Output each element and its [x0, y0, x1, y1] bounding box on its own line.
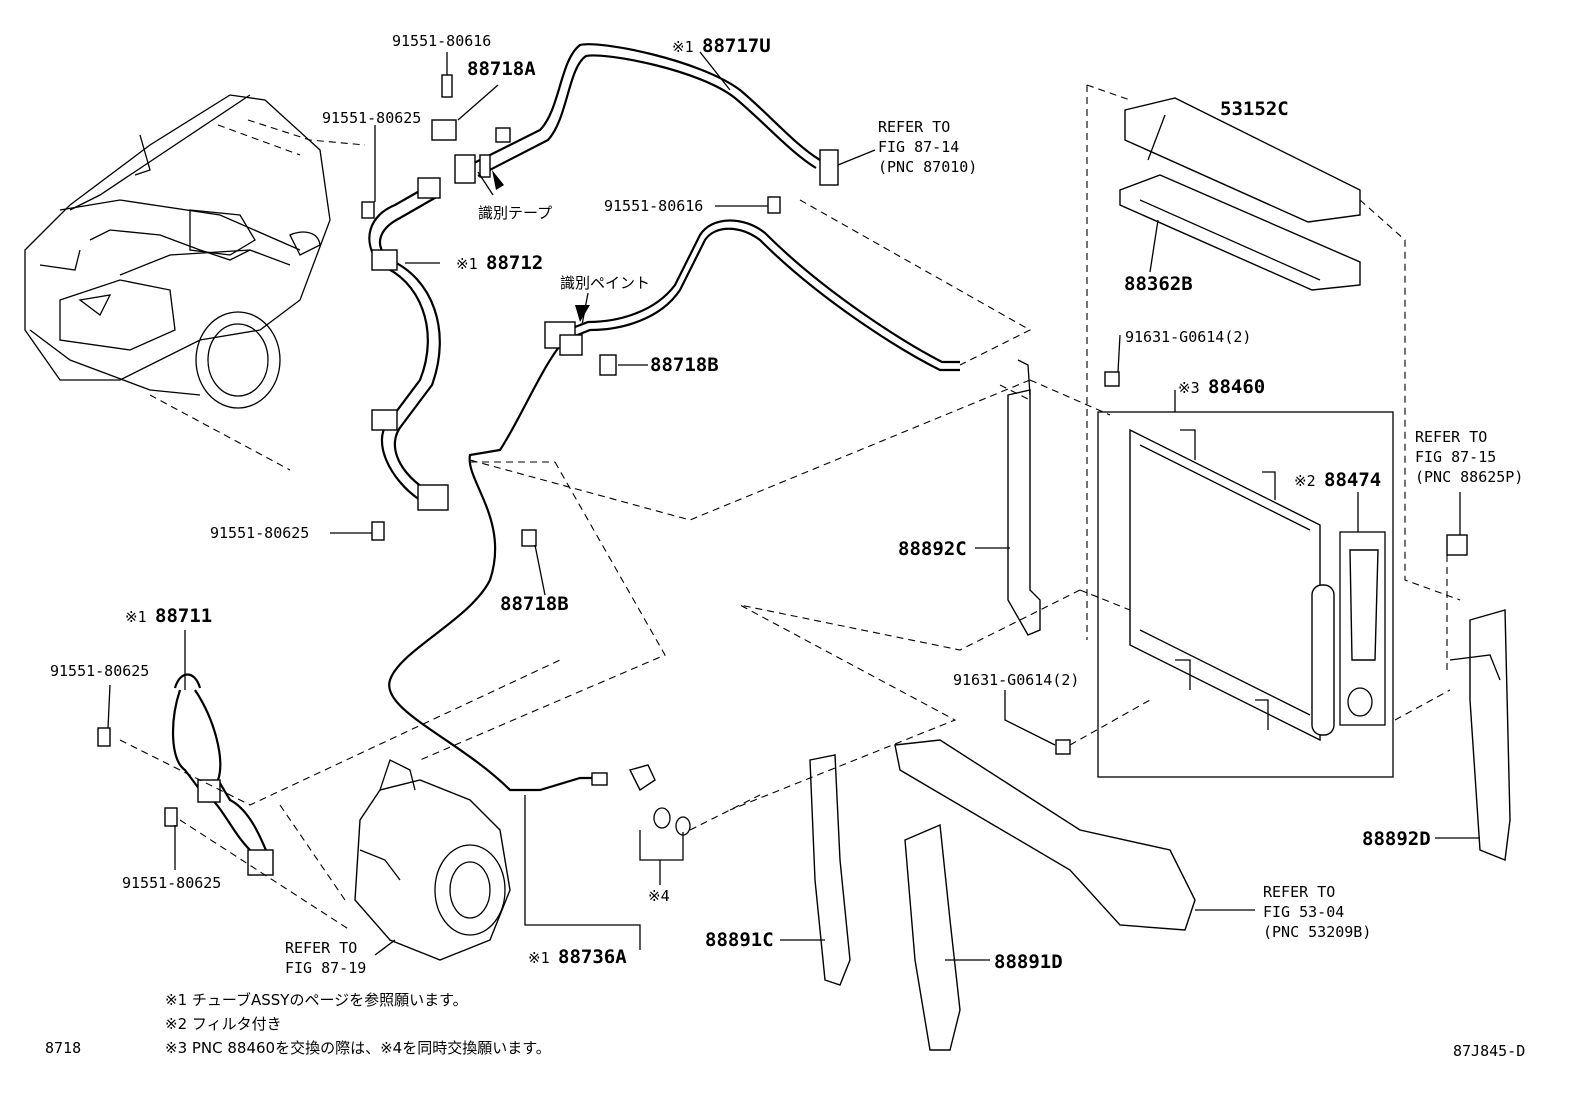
label-88892D: 88892D [1362, 828, 1431, 850]
arrow-id-tape [492, 170, 504, 190]
label-88474-mark: ※2 [1294, 472, 1316, 490]
bolts-group [97, 74, 1468, 827]
o-rings [591, 764, 691, 836]
label-88717U: 88717U [702, 35, 771, 57]
refer-53-04-line1: REFER TO [1263, 883, 1335, 901]
refer-53-04-line2: FIG 53-04 [1263, 903, 1344, 921]
seal-88892C [1007, 359, 1041, 636]
refer-87-14-line2: FIG 87-14 [878, 138, 959, 156]
box-88460 [1097, 411, 1394, 778]
condenser [1129, 428, 1386, 742]
label-88474: 88474 [1324, 469, 1381, 491]
label-88736A-mark: ※1 [528, 949, 550, 967]
label-id-tape: 識別テープ [478, 204, 552, 222]
vehicle-illustration [24, 94, 331, 409]
label-88460: 88460 [1208, 376, 1265, 398]
footnote-2: ※2 フィルタ付き [165, 1015, 282, 1033]
label-88718B-b: 88718B [500, 593, 569, 615]
label-88711: 88711 [155, 605, 212, 627]
label-88712: 88712 [486, 252, 543, 274]
dashed-guides [119, 84, 1461, 931]
label-91551-80625-d: 91551-80625 [122, 874, 221, 892]
leader-lines [107, 51, 1480, 961]
part-88718A [431, 119, 511, 184]
pipe-88736A [388, 219, 960, 792]
drawing-code: 87J845-D [1453, 1042, 1525, 1060]
label-53152C: 53152C [1220, 98, 1289, 120]
label-88717U-mark: ※1 [672, 38, 694, 56]
footnote-3: ※3 PNC 88460を交換の際は、※4を同時交換願います。 [165, 1039, 551, 1057]
refer-87-14-line3: (PNC 87010) [878, 158, 977, 176]
refer-87-14-line1: REFER TO [878, 118, 950, 136]
label-id-paint: 識別ペイント [560, 274, 650, 292]
label-88718A: 88718A [467, 58, 536, 80]
label-91551-80625-b: 91551-80625 [210, 524, 309, 542]
label-91551-80616-mid: 91551-80616 [604, 197, 703, 215]
label-91551-80625-a: 91551-80625 [322, 109, 421, 127]
label-88460-mark: ※3 [1178, 379, 1200, 397]
label-91551-80616-top: 91551-80616 [392, 32, 491, 50]
label-88711-mark: ※1 [125, 608, 147, 626]
label-88891C: 88891C [705, 929, 774, 951]
seal-88892D [1449, 609, 1511, 861]
label-88712-mark: ※1 [456, 255, 478, 273]
refer-87-15-line2: FIG 87-15 [1415, 448, 1496, 466]
refer-87-15-line1: REFER TO [1415, 428, 1487, 446]
label-91551-80625-c: 91551-80625 [50, 662, 149, 680]
label-88891D: 88891D [994, 951, 1063, 973]
refer-87-19-line2: FIG 87-19 [285, 959, 366, 977]
cowl-parts [1119, 97, 1361, 291]
label-88718B-a: 88718B [650, 354, 719, 376]
seal-88891C [809, 754, 851, 986]
label-88362B: 88362B [1124, 273, 1193, 295]
label-88736A: 88736A [558, 946, 627, 968]
refer-87-19-line1: REFER TO [285, 939, 357, 957]
pipe-88712 [368, 177, 449, 511]
compressor-illustration [354, 759, 511, 961]
refer-87-15-line3: (PNC 88625P) [1415, 468, 1523, 486]
seal-88891D [904, 823, 961, 1051]
label-88892C: 88892C [898, 538, 967, 560]
footnote-1: ※1 チューブASSYのページを参照願います。 [165, 991, 468, 1009]
label-91631-G0614-b: 91631-G0614(2) [953, 671, 1079, 689]
figure-number: 8718 [45, 1039, 81, 1057]
arrow-id-paint [575, 305, 590, 322]
hose-88711 [172, 673, 274, 876]
label-note4: ※4 [648, 887, 670, 905]
refer-53-04-line3: (PNC 53209B) [1263, 923, 1371, 941]
support-53209B [894, 739, 1196, 931]
label-91631-G0614-a: 91631-G0614(2) [1125, 328, 1251, 346]
pipe-88717U [469, 43, 839, 186]
